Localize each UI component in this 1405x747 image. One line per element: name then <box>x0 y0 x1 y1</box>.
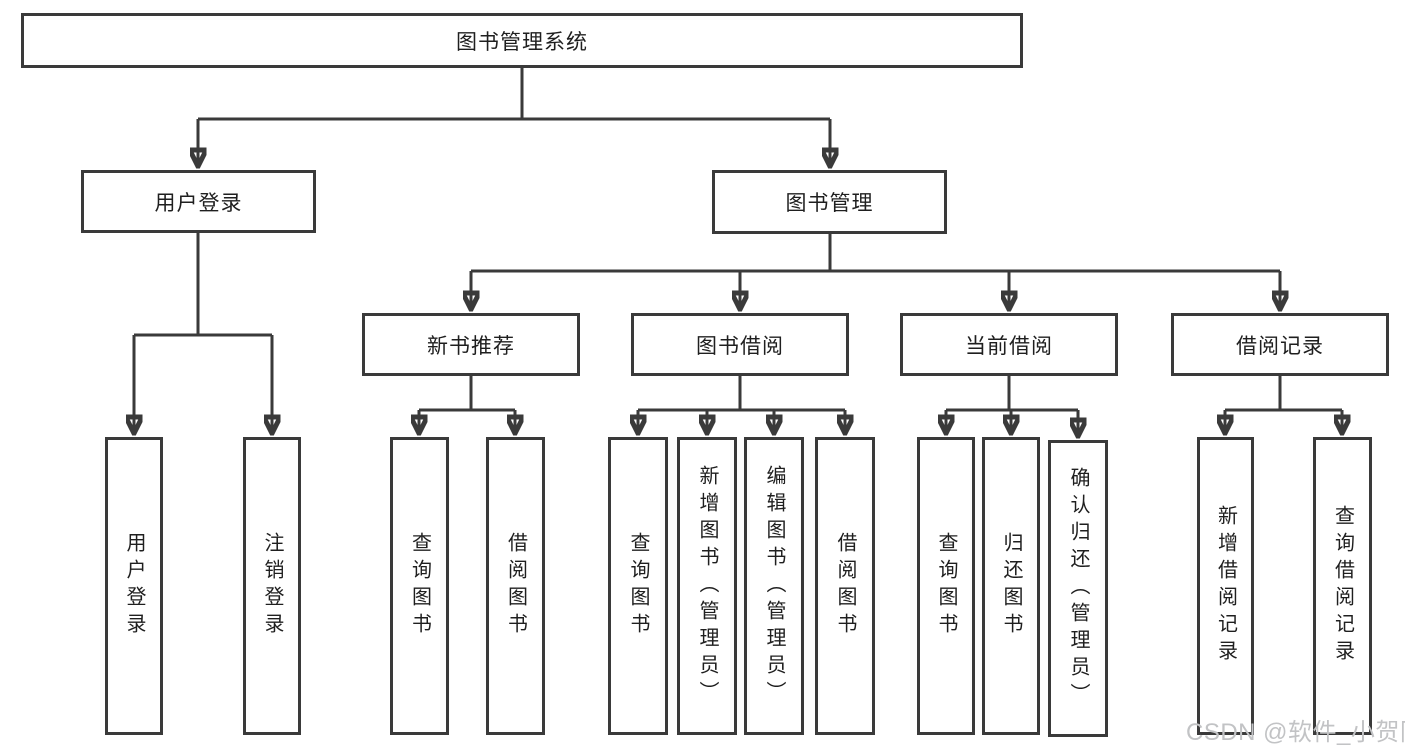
leaf-current-query-books-label: 查询图书 <box>935 532 957 640</box>
node-current-borrow: 当前借阅 <box>900 313 1118 376</box>
leaf-newbook-query-books-label: 查询图书 <box>408 532 431 640</box>
node-book-management-label: 图书管理 <box>785 192 874 215</box>
leaf-return-books-label: 归还图书 <box>1000 532 1022 640</box>
leaf-user-login: 用户登录 <box>105 437 163 735</box>
csdn-watermark: CSDN @软件_小贺同学 <box>1186 719 1405 746</box>
node-book-borrow-label: 图书借阅 <box>696 334 784 358</box>
leaf-newbook-borrow-books-label: 借阅图书 <box>504 532 527 640</box>
leaf-current-query-books: 查询图书 <box>917 437 975 735</box>
node-borrow-records: 借阅记录 <box>1171 313 1389 376</box>
wire-book-management-to-level3 <box>471 234 1280 307</box>
node-current-borrow-label: 当前借阅 <box>965 334 1053 358</box>
wire-borrow-records-to-leaves <box>1225 376 1342 431</box>
leaf-add-borrow-record-label: 新增借阅记录 <box>1214 505 1237 667</box>
leaf-logout-label: 注销登录 <box>261 532 283 640</box>
leaf-logout: 注销登录 <box>243 437 301 735</box>
leaf-confirm-return-admin: 确认归还（管理员） <box>1048 440 1108 737</box>
wire-new-book-to-leaves <box>419 376 515 431</box>
node-new-book-recommend-label: 新书推荐 <box>427 334 515 358</box>
wire-user-login-to-leaves <box>134 233 272 431</box>
node-user-login: 用户登录 <box>81 170 316 233</box>
leaf-query-borrow-record-label: 查询借阅记录 <box>1331 505 1354 667</box>
leaf-add-books-admin-label: 新增图书（管理员） <box>696 464 718 708</box>
node-root-system: 图书管理系统 <box>21 13 1023 68</box>
node-new-book-recommend: 新书推荐 <box>362 313 580 376</box>
leaf-borrow-query-books-label: 查询图书 <box>627 532 649 640</box>
leaf-user-login-label: 用户登录 <box>123 532 145 640</box>
leaf-newbook-query-books: 查询图书 <box>390 437 449 735</box>
leaf-add-borrow-record: 新增借阅记录 <box>1197 437 1254 735</box>
node-borrow-records-label: 借阅记录 <box>1236 334 1324 358</box>
leaf-confirm-return-admin-label: 确认归还（管理员） <box>1067 467 1089 710</box>
leaf-add-books-admin: 新增图书（管理员） <box>677 437 737 735</box>
leaf-borrow-query-books: 查询图书 <box>608 437 668 735</box>
leaf-edit-books-admin: 编辑图书（管理员） <box>744 437 804 735</box>
leaf-edit-books-admin-label: 编辑图书（管理员） <box>763 464 785 708</box>
leaf-newbook-borrow-books: 借阅图书 <box>486 437 545 735</box>
wire-root-to-level2 <box>198 68 830 164</box>
node-user-login-label: 用户登录 <box>154 191 243 215</box>
node-book-borrow: 图书借阅 <box>631 313 849 376</box>
wire-book-borrow-to-leaves <box>638 376 845 431</box>
leaf-borrow-books: 借阅图书 <box>815 437 875 735</box>
leaf-borrow-books-label: 借阅图书 <box>834 532 856 640</box>
leaf-query-borrow-record: 查询借阅记录 <box>1313 437 1372 735</box>
wire-current-borrow-to-leaves <box>946 376 1078 434</box>
node-root-system-label: 图书管理系统 <box>456 30 588 54</box>
leaf-return-books: 归还图书 <box>982 437 1040 735</box>
node-book-management: 图书管理 <box>712 170 947 234</box>
